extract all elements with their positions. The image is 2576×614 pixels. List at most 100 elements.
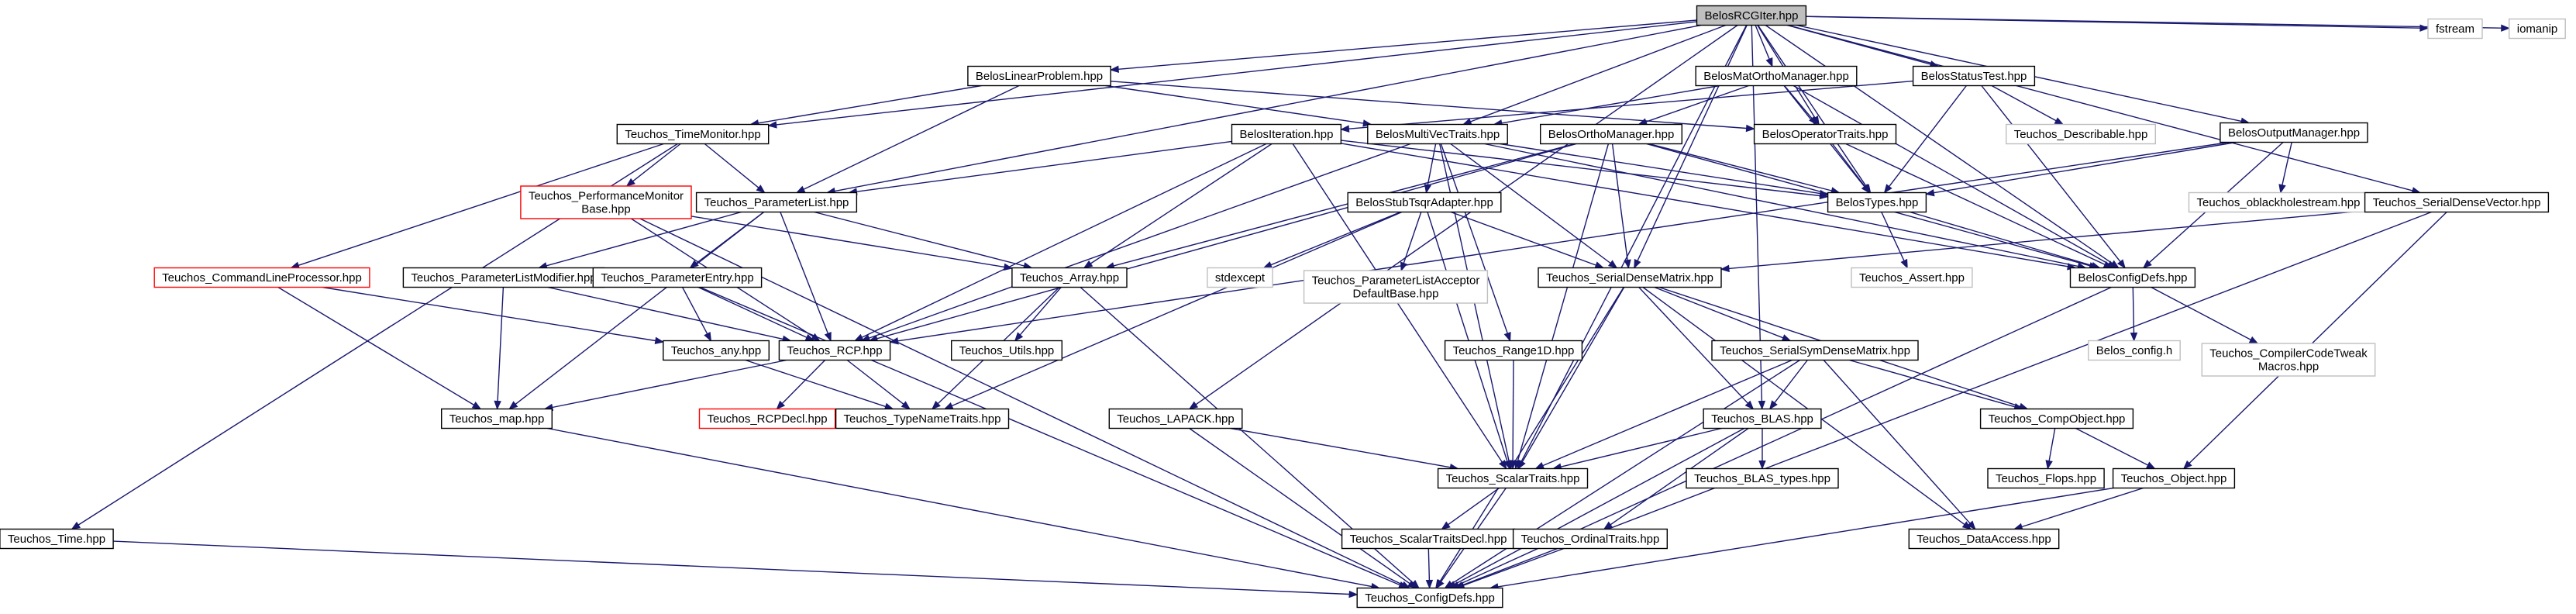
arrowhead <box>1720 264 1730 273</box>
node-box <box>1207 267 1273 288</box>
node-belosconfigdefs-hpp[interactable]: BelosConfigDefs.hpp <box>2069 267 2196 288</box>
node-label: Teuchos_SerialSymDenseMatrix.hpp <box>1720 344 1910 357</box>
node-teuchos-timemonitor-hpp[interactable]: Teuchos_TimeMonitor.hpp <box>616 123 770 145</box>
node-teuchos-blas-types-hpp[interactable]: Teuchos_BLAS_types.hpp <box>1686 467 1839 489</box>
node-teuchos-rcp-hpp[interactable]: Teuchos_RCP.hpp <box>778 340 891 361</box>
edge-belosconfigdefs-hpp-to-belos-config-h <box>2130 287 2138 342</box>
node-stdexcept: stdexcept <box>1207 267 1273 288</box>
node-box <box>1851 267 1973 288</box>
arrowhead <box>2116 259 2126 269</box>
node-box <box>1979 408 2134 429</box>
arrowhead <box>1900 258 1908 269</box>
node-teuchos-utils-hpp[interactable]: Teuchos_Utils.hpp <box>950 340 1062 361</box>
node-belosorthomanager-hpp[interactable]: BelosOrthoManager.hpp <box>1539 123 1682 145</box>
arrowhead <box>1603 521 1613 530</box>
node-label: Teuchos_ScalarTraitsDecl.hpp <box>1350 533 1507 546</box>
node-label: Teuchos_Array.hpp <box>1020 271 1119 285</box>
node-belosmatorthomanager-hpp[interactable]: BelosMatOrthoManager.hpp <box>1695 65 1858 87</box>
node-teuchos-serialdensevector-hpp[interactable]: Teuchos_SerialDenseVector.hpp <box>2364 191 2550 213</box>
node-label: Teuchos_any.hpp <box>671 344 761 357</box>
arrowhead <box>494 400 501 410</box>
node-label: Teuchos_Utils.hpp <box>959 344 1055 357</box>
node-teuchos-object-hpp[interactable]: Teuchos_Object.hpp <box>2112 467 2236 489</box>
arrowhead <box>1400 261 1407 272</box>
node-box <box>2201 343 2376 377</box>
node-teuchos-ordinaltraits-hpp[interactable]: Teuchos_OrdinalTraits.hpp <box>1512 528 1668 550</box>
node-box <box>1356 587 1503 609</box>
node-label: Teuchos_CompObject.hpp <box>1989 412 2126 426</box>
edge-teuchos-parameterlistmodifier-hpp-to-teuchos-rcp-hpp <box>547 286 792 343</box>
node-belosstubtsqradapter-hpp[interactable]: BelosStubTsqrAdapter.hpp <box>1347 191 1502 213</box>
node-beloslinearproblem-hpp[interactable]: BelosLinearProblem.hpp <box>967 65 1111 87</box>
edge-teuchos-lapack-hpp-to-teuchos-configdefs-hpp <box>1189 427 1417 589</box>
node-label: Teuchos_SerialDenseVector.hpp <box>2373 196 2541 209</box>
node-box <box>1367 123 1508 145</box>
edge-belostypes-hpp-to-teuchos-assert-hpp <box>1881 212 1908 269</box>
node-box <box>1437 467 1589 489</box>
node-box <box>950 340 1062 361</box>
edge-belosrcgiter-hpp-to-belosmultivectraits-hpp <box>1462 24 1727 126</box>
node-teuchos-typenametraits-hpp[interactable]: Teuchos_TypeNameTraits.hpp <box>835 408 1010 429</box>
node-teuchos-blas-hpp[interactable]: Teuchos_BLAS.hpp <box>1703 408 1822 429</box>
node-belosoperatortraits-hpp[interactable]: BelosOperatorTraits.hpp <box>1753 123 1897 145</box>
node-label: Teuchos_RCP.hpp <box>787 344 882 357</box>
node-label: Teuchos_Assert.hpp <box>1859 271 1965 285</box>
node-teuchos-any-hpp[interactable]: Teuchos_any.hpp <box>663 340 770 361</box>
node-teuchos-parameterlistacceptordefaultbase-hpp: Teuchos_ParameterListAcceptorDefaultBase… <box>1303 270 1489 304</box>
node-teuchos-rcpdecl-hpp[interactable]: Teuchos_RCPDecl.hpp <box>698 408 836 429</box>
edge-teuchos-serialdensevector-hpp-to-teuchos-serialdensematrix-hpp <box>1720 210 2365 273</box>
node-belosoutputmanager-hpp[interactable]: BelosOutputManager.hpp <box>2220 122 2368 143</box>
arrowhead <box>1861 184 1871 194</box>
node-label: Teuchos_ParameterList.hpp <box>704 196 849 209</box>
node-belositeration-hpp[interactable]: BelosIteration.hpp <box>1231 123 1342 145</box>
node-teuchos-map-hpp[interactable]: Teuchos_map.hpp <box>441 408 553 429</box>
edge-teuchos-blas-hpp-to-teuchos-scalartraits-hpp <box>1551 427 1722 471</box>
node-belosmultivectraits-hpp[interactable]: BelosMultiVecTraits.hpp <box>1367 123 1508 145</box>
node-label: Teuchos_CompilerCodeTweak <box>2209 347 2368 360</box>
node-box <box>1538 267 1722 288</box>
node-belostypes-hpp[interactable]: BelosTypes.hpp <box>1827 191 1927 213</box>
edge-belosrcgiter-hpp-to-fstream <box>1806 16 2430 32</box>
node-box <box>2088 340 2181 361</box>
node-teuchos-time-hpp[interactable]: Teuchos_Time.hpp <box>0 528 114 550</box>
node-box <box>1303 270 1489 304</box>
node-belosrcgiter-hpp[interactable]: BelosRCGIter.hpp <box>1696 5 1807 26</box>
node-teuchos-scalartraits-hpp[interactable]: Teuchos_ScalarTraits.hpp <box>1437 467 1589 489</box>
edge-teuchos-serialsymdensematrix-hpp-to-teuchos-blas-hpp <box>1768 360 1808 410</box>
node-teuchos-dataaccess-hpp[interactable]: Teuchos_DataAccess.hpp <box>1908 528 2060 550</box>
node-label: Teuchos_TimeMonitor.hpp <box>625 128 760 141</box>
node-label: Teuchos_Time.hpp <box>8 533 105 546</box>
node-teuchos-serialsymdensematrix-hpp[interactable]: Teuchos_SerialSymDenseMatrix.hpp <box>1711 340 1919 361</box>
node-teuchos-lapack-hpp[interactable]: Teuchos_LAPACK.hpp <box>1108 408 1243 429</box>
node-teuchos-serialdensematrix-hpp[interactable]: Teuchos_SerialDenseMatrix.hpp <box>1538 267 1722 288</box>
node-box <box>2427 18 2483 40</box>
node-label: Teuchos_BLAS_types.hpp <box>1694 472 1830 485</box>
node-teuchos-parameterentry-hpp[interactable]: Teuchos_ParameterEntry.hpp <box>592 267 763 288</box>
node-teuchos-parameterlist-hpp[interactable]: Teuchos_ParameterList.hpp <box>695 191 858 213</box>
node-teuchos-flops-hpp[interactable]: Teuchos_Flops.hpp <box>1987 467 2105 489</box>
node-teuchos-commandlineprocessor-hpp[interactable]: Teuchos_CommandLineProcessor.hpp <box>153 267 370 288</box>
arrowhead <box>1188 401 1199 410</box>
node-box <box>698 408 836 429</box>
node-box <box>1347 191 1502 213</box>
node-belosstatustest-hpp[interactable]: BelosStatusTest.hpp <box>1912 65 2036 87</box>
node-box <box>1231 123 1342 145</box>
node-teuchos-scalartraitsdecl-hpp[interactable]: Teuchos_ScalarTraitsDecl.hpp <box>1341 528 1516 550</box>
node-box <box>1539 123 1682 145</box>
edge-teuchos-serialdensematrix-hpp-to-teuchos-scalartraits-hpp <box>1517 287 1625 470</box>
arrowhead <box>654 336 665 345</box>
arrowhead <box>1407 580 1417 589</box>
node-teuchos-range1d-hpp[interactable]: Teuchos_Range1D.hpp <box>1444 340 1583 361</box>
edge-belosstubtsqradapter-hpp-to-teuchos-typenametraits-hpp <box>943 211 1403 410</box>
node-box <box>2005 123 2156 145</box>
node-teuchos-compobject-hpp[interactable]: Teuchos_CompObject.hpp <box>1979 408 2134 429</box>
node-teuchos-array-hpp[interactable]: Teuchos_Array.hpp <box>1011 267 1128 288</box>
node-teuchos-parameterlistmodifier-hpp[interactable]: Teuchos_ParameterListModifier.hpp <box>402 267 605 288</box>
node-box <box>2364 191 2550 213</box>
edge-beloslinearproblem-hpp-to-belosoperatortraits-hpp <box>1111 81 1755 133</box>
node-teuchos-configdefs-hpp[interactable]: Teuchos_ConfigDefs.hpp <box>1356 587 1503 609</box>
arrowhead <box>71 521 81 530</box>
arrowhead <box>1745 124 1755 133</box>
arrowhead <box>471 402 482 410</box>
